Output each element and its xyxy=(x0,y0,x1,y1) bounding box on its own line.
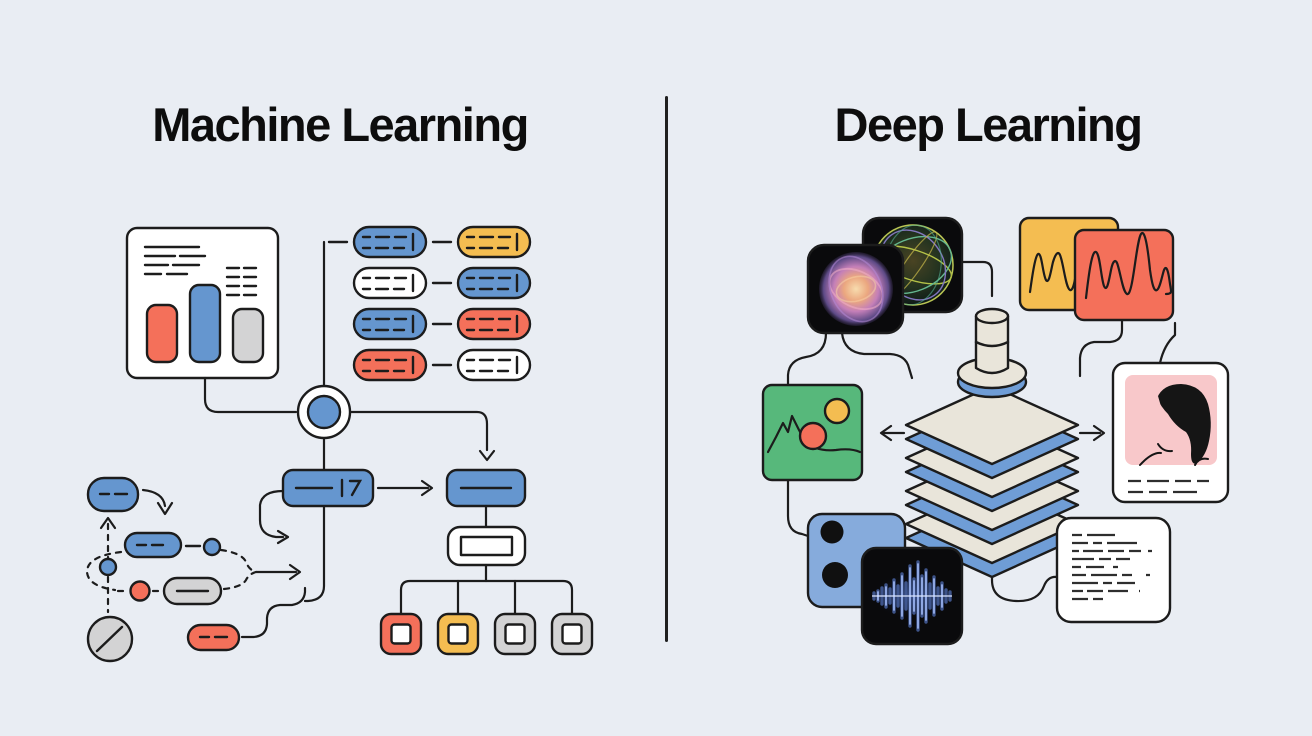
pill-blue xyxy=(86,476,140,513)
left-panel-title: Machine Learning xyxy=(152,98,529,151)
left-arrow-icon xyxy=(879,424,906,442)
tree-leaf-gray xyxy=(550,612,594,656)
face-profile xyxy=(1145,396,1174,447)
neural-layer-stack xyxy=(904,307,1080,579)
pill-blue xyxy=(456,266,532,300)
portrait-caption-lines xyxy=(1128,479,1214,494)
stack-cylinder xyxy=(974,307,1010,375)
pill-blue xyxy=(352,225,428,259)
tree-leaf-gray xyxy=(493,612,537,656)
decision-tree xyxy=(379,563,594,656)
landscape-image-tile xyxy=(761,383,864,482)
right-arrow-icon xyxy=(1078,424,1106,442)
node-dot-blue xyxy=(202,537,222,557)
pill-red xyxy=(186,623,241,652)
process-arrow xyxy=(376,479,434,497)
result-card xyxy=(446,504,527,567)
document-text-lines xyxy=(143,245,207,276)
tree-leaf-red xyxy=(379,612,423,656)
pill-white xyxy=(352,266,428,300)
pill-white xyxy=(456,348,532,382)
red-circle xyxy=(798,421,828,451)
audio-waveform-tile xyxy=(860,546,964,646)
output-box xyxy=(445,468,527,508)
pill-blue xyxy=(352,307,428,341)
percent-process-box xyxy=(281,468,375,508)
document-chart-card xyxy=(125,226,280,380)
pill-red xyxy=(352,348,428,382)
exploratory-workflow xyxy=(85,476,307,663)
text-document-card xyxy=(1055,516,1172,624)
panel-divider xyxy=(665,96,668,642)
pill-red xyxy=(456,307,532,341)
red-signal-tile xyxy=(1073,228,1175,322)
node-dot-blue xyxy=(98,557,118,577)
junction-node-icon xyxy=(296,384,352,440)
tree-leaf-yellow xyxy=(436,612,480,656)
document-mini-grid xyxy=(225,266,258,297)
nebula-image-tile xyxy=(806,243,905,335)
node-dot-red xyxy=(129,580,151,602)
sun-circle xyxy=(823,397,851,425)
feature-pill-pairs xyxy=(327,225,532,382)
left-wires xyxy=(203,240,496,603)
document-text-lines xyxy=(1072,533,1152,601)
pill-yellow xyxy=(456,225,532,259)
right-panel-title: Deep Learning xyxy=(834,98,1143,151)
hair-silhouette xyxy=(1157,384,1211,464)
bar-chart-icon xyxy=(145,283,265,364)
portrait-card xyxy=(1111,361,1230,504)
